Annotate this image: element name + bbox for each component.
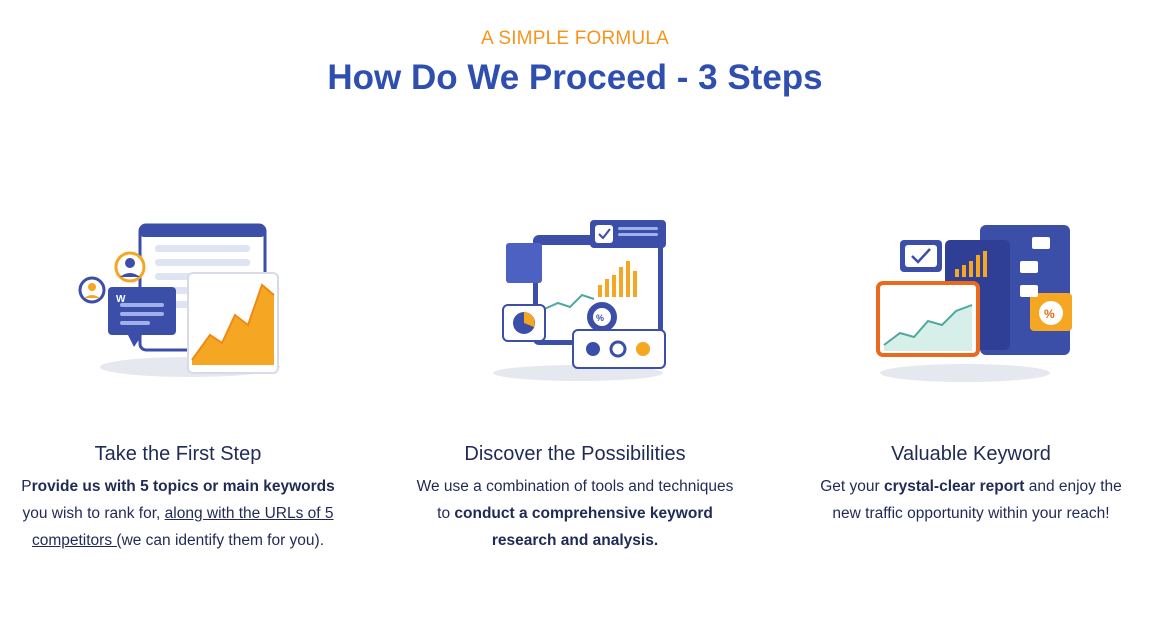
step-3-body-text: Get your (820, 478, 884, 495)
analytics-dashboard-illustration: % (493, 220, 666, 381)
step-1-body: Provide us with 5 topics or main keyword… (13, 473, 343, 554)
keyword-topic-browser-illustration: W (78, 223, 280, 377)
section-eyebrow: A SIMPLE FORMULA (481, 28, 669, 49)
report-charts-illustration: % (876, 225, 1072, 382)
step-3-body: Get your crystal-clear report and enjoy … (806, 473, 1136, 527)
step-2-title: Discover the Possibilities (464, 443, 686, 465)
step-1-body-initial: P (21, 478, 32, 495)
section-headline: How Do We Proceed - 3 Steps (327, 58, 823, 97)
svg-text:W: W (116, 294, 126, 305)
step-1-body-tail: we can identify them for you). (121, 532, 325, 549)
step-2-body-bold: conduct a comprehensive keyword research… (454, 505, 713, 549)
step-1-body-bold: rovide us with 5 topics or main keywords (31, 478, 335, 495)
step-2-body: We use a combination of tools and techni… (410, 473, 740, 554)
step-2-body-text: We use a combination of tools and techni… (416, 478, 734, 522)
step-1-competitors-link[interactable]: along with the URLs of 5 competitors ( (31, 505, 334, 549)
svg-text:%: % (596, 313, 604, 323)
step-1-body-text: you wish to rank for, (22, 505, 165, 522)
step-3-title: Valuable Keyword (891, 443, 1051, 465)
step-3-body-bold: crystal-clear report (883, 478, 1025, 495)
svg-text:%: % (1044, 307, 1055, 321)
step-3-body-tail: and enjoy the new traffic opportunity wi… (832, 478, 1122, 522)
step-1-title: Take the First Step (94, 443, 262, 465)
